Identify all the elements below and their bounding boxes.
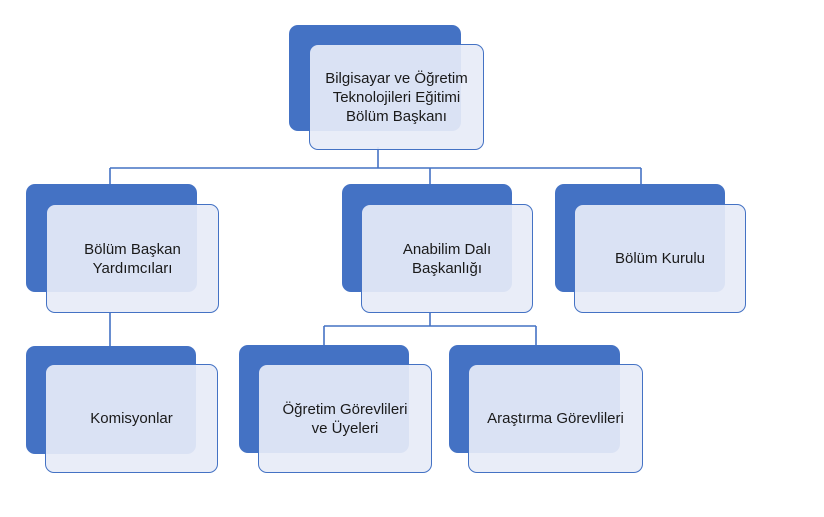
node-label-commissions: Komisyonlar <box>90 410 173 427</box>
node-box: Araştırma Görevlileri <box>468 364 643 473</box>
node-faculty-members: Öğretim Görevlileri ve Üyeleri <box>239 345 432 473</box>
node-label-research-assistants: Araştırma Görevlileri <box>487 410 624 427</box>
node-deputy-heads: Bölüm Başkan Yardımcıları <box>26 184 219 313</box>
node-box: Öğretim Görevlileri ve Üyeleri <box>258 364 432 473</box>
node-department-head: Bilgisayar ve Öğretim Teknolojileri Eğit… <box>289 25 484 150</box>
node-division-heads: Anabilim Dalı Başkanlığı <box>342 184 533 313</box>
node-label-faculty-members: Öğretim Görevlileri ve Üyeleri <box>282 400 408 437</box>
node-label-division-heads: Anabilim Dalı Başkanlığı <box>402 240 492 277</box>
node-label-department-head: Bilgisayar ve Öğretim Teknolojileri Eğit… <box>325 69 468 125</box>
node-label-department-board: Bölüm Kurulu <box>614 250 706 267</box>
node-box: Bölüm Kurulu <box>574 204 746 313</box>
node-commissions: Komisyonlar <box>26 346 218 473</box>
node-box: Bilgisayar ve Öğretim Teknolojileri Eğit… <box>309 44 484 150</box>
node-label-deputy-heads: Bölüm Başkan Yardımcıları <box>84 240 181 277</box>
node-department-board: Bölüm Kurulu <box>555 184 746 313</box>
node-research-assistants: Araştırma Görevlileri <box>449 345 643 473</box>
node-box: Komisyonlar <box>45 364 218 473</box>
node-box: Anabilim Dalı Başkanlığı <box>361 204 533 313</box>
node-box: Bölüm Başkan Yardımcıları <box>46 204 219 313</box>
